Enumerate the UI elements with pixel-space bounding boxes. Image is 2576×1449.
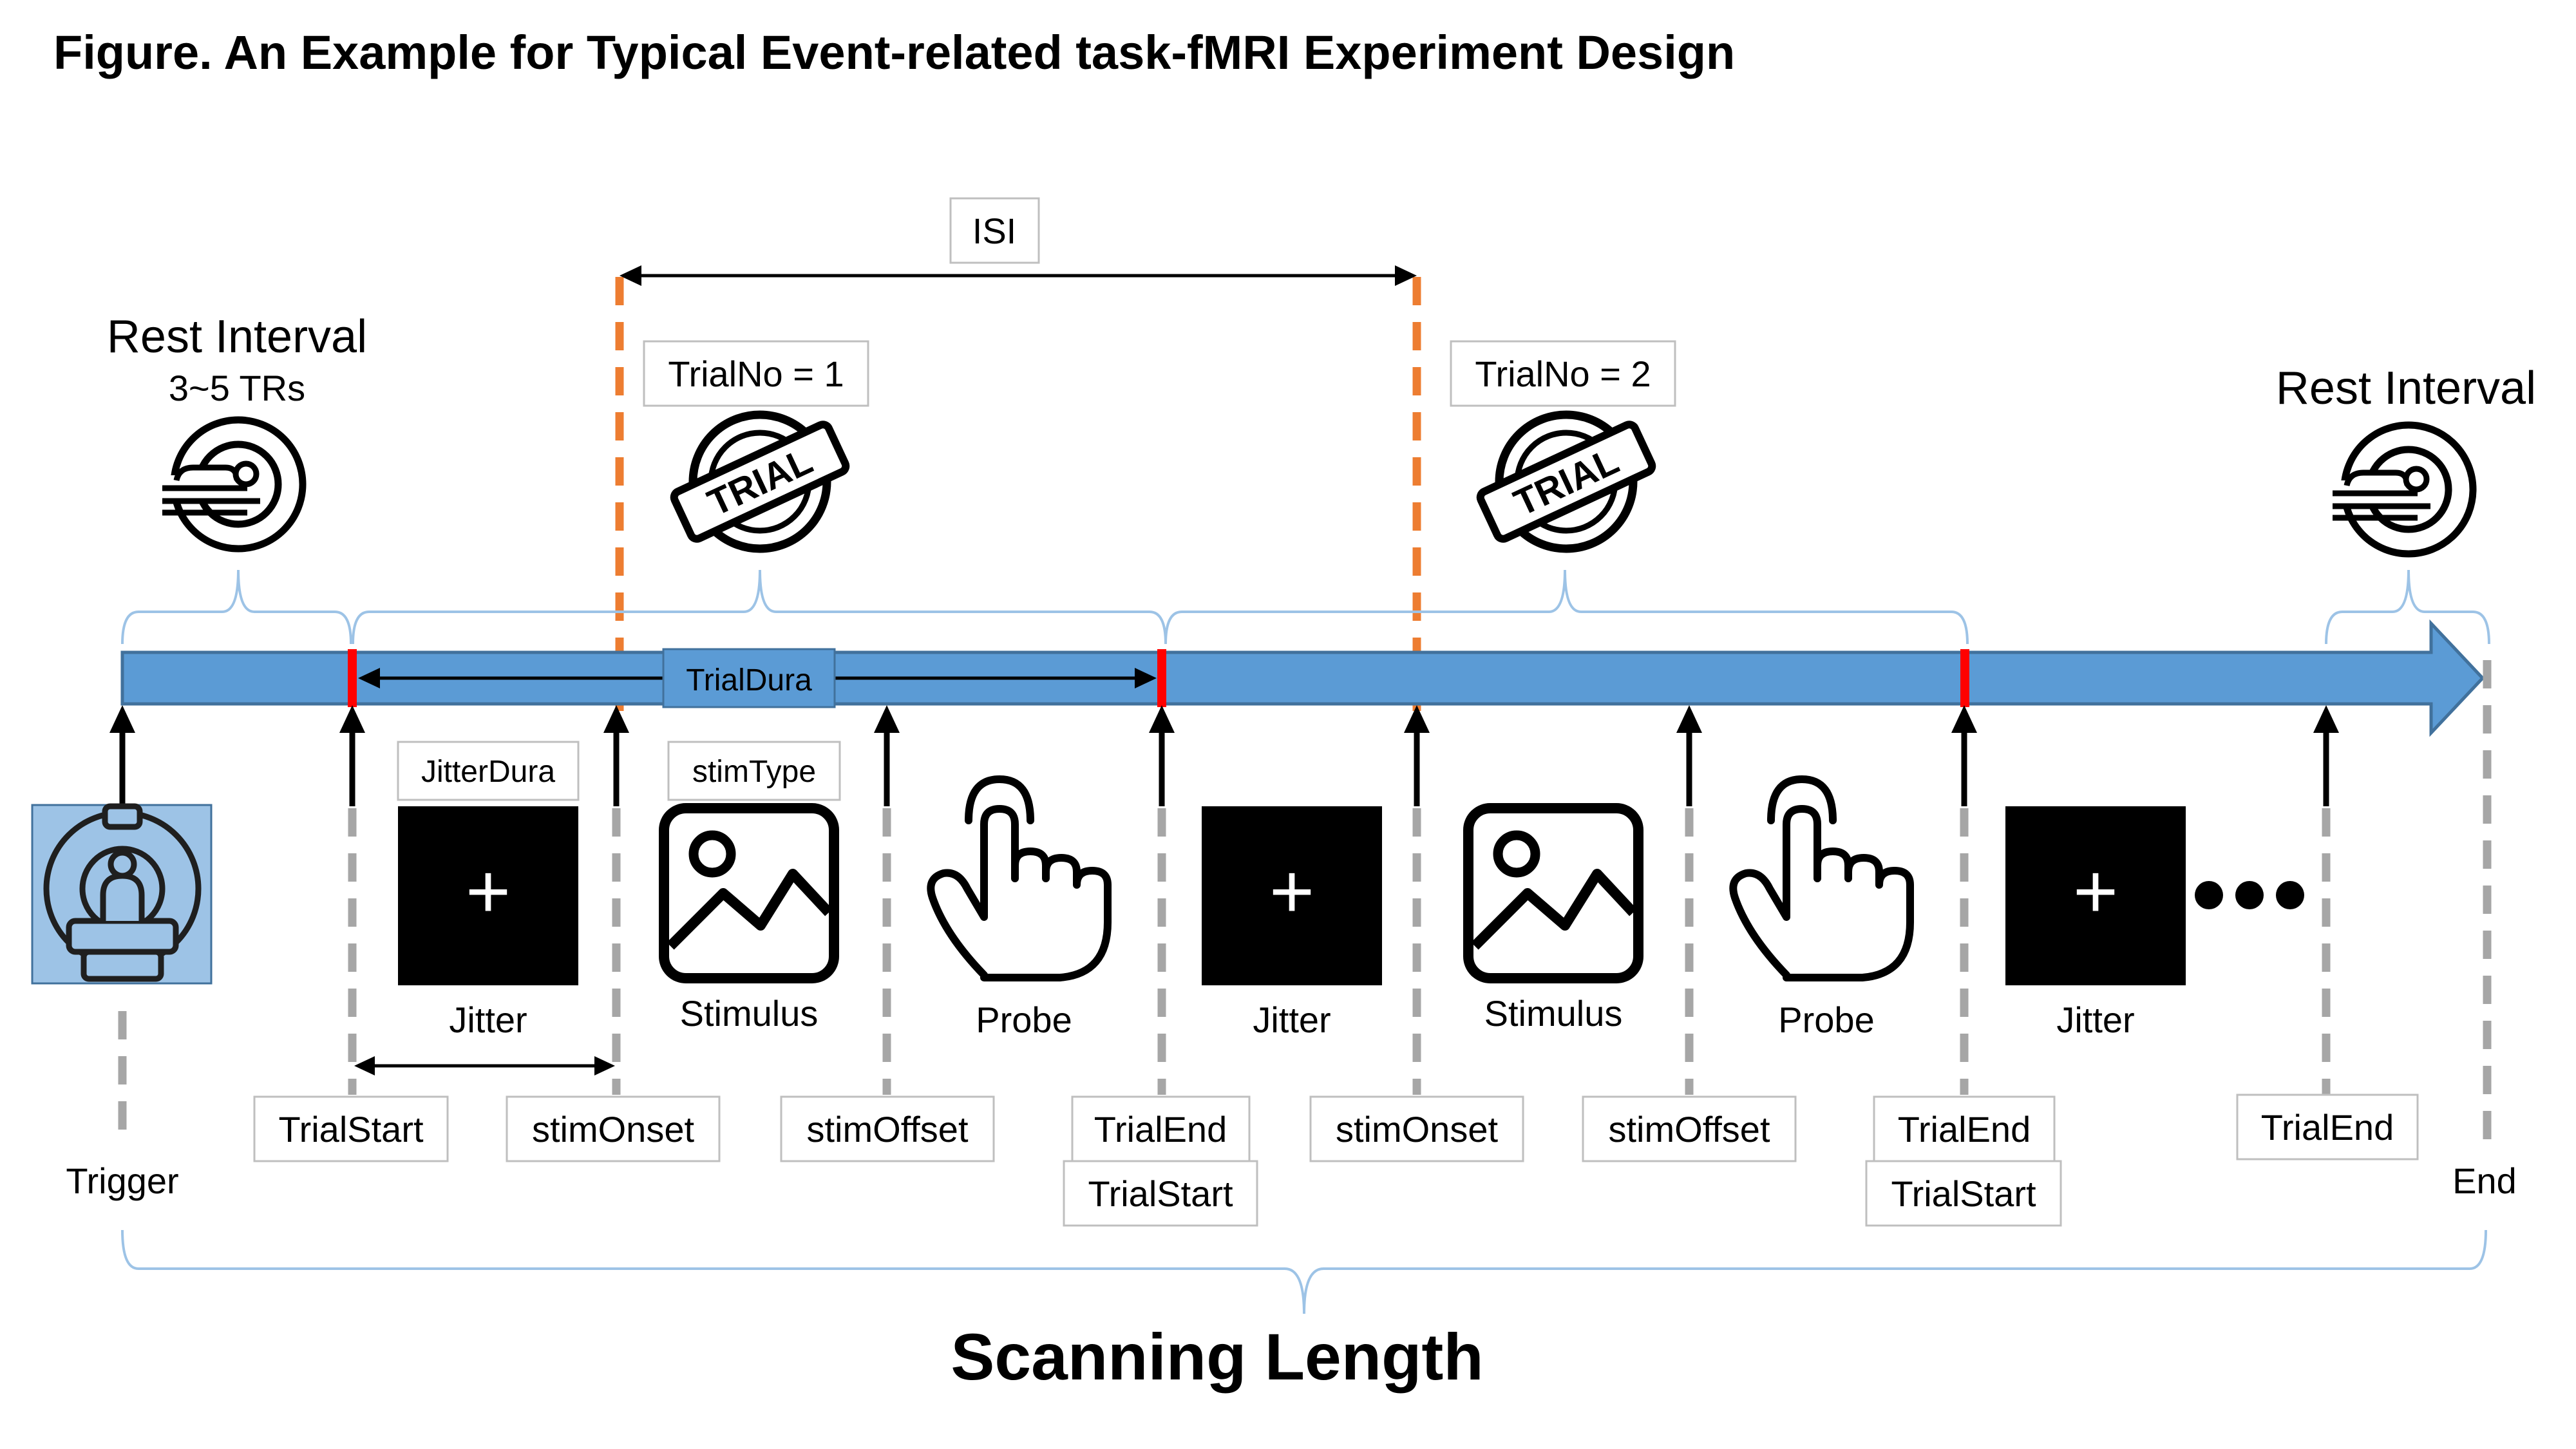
trial-1-box [643,340,869,407]
brace-rest-left [121,569,352,645]
trial-dura-box [662,648,836,708]
event-box-stim-offset [780,1095,995,1162]
trial-stamp-icon: TRIAL [1478,415,1654,549]
jitter-dura-label: JitterDura [421,755,555,789]
stim-type-label: stimType [692,755,816,789]
rest-interval-right-label: Rest Interval [2276,363,2536,414]
patient-scanner-icon [2330,425,2473,554]
patient-scanner-icon [160,420,303,549]
stimulus-label: Stimulus [1484,993,1623,1034]
event-stim-offset: stimOffset [1608,1109,1770,1150]
event-box-trial-start [253,1095,449,1162]
event-dashes [118,660,2492,1153]
jitter-label: Jitter [2056,999,2134,1040]
fixation-cross: + [2073,848,2118,934]
trial-2-label: TrialNo = 2 [1475,354,1651,394]
event-box-trial-end [1873,1095,2056,1162]
event-end: End [2452,1160,2517,1201]
stim-type-box [667,741,841,801]
probe-label: Probe [976,999,1072,1040]
rest-interval-left-sub: 3~5 TRs [169,368,305,408]
brace-trial-2 [1164,569,1969,645]
trial-marker-start [348,649,357,707]
event-trial-end: TrialEnd [1094,1109,1227,1150]
isi-arrowhead-left [620,265,641,286]
trial-stamp-icon: TRIAL [672,415,848,549]
probe-label: Probe [1778,999,1874,1040]
trial-dura-arrowhead-right [1135,668,1157,688]
isi-label: ISI [972,211,1016,251]
event-trial-end: TrialEnd [2261,1107,2394,1148]
image-icon [664,808,834,978]
event-box-trial-end [1071,1095,1251,1162]
event-box-stim-offset [1582,1095,1797,1162]
mri-scanner-icon [31,803,213,985]
event-trial-start: TrialStart [278,1109,424,1150]
pointing-hand-icon [1733,779,1910,978]
image-icon [1468,808,1638,978]
jitter-dura-arrowhead-left [354,1056,375,1075]
jitter-fixation-square [398,806,578,985]
trial-2-box [1450,340,1676,407]
trial-dura-label: TrialDura [686,663,812,697]
brace-trial-1 [352,569,1167,645]
jitter-label: Jitter [1253,999,1331,1040]
event-stim-onset: stimOnset [1336,1109,1498,1150]
isi-box [949,197,1040,264]
trial-marker-1-end [1157,649,1166,707]
fixation-cross: + [1269,848,1314,934]
isi-arrowhead-right [1395,265,1417,286]
event-box-trial-end [2236,1094,2419,1160]
fixation-cross: + [466,848,511,934]
figure-title: Figure. An Example for Typical Event-rel… [53,26,1735,79]
event-box-stim-onset [1309,1095,1524,1162]
event-box-stim-onset [506,1095,721,1162]
scanning-length-brace [121,1229,2487,1314]
pointing-hand-icon [931,779,1108,978]
event-trigger: Trigger [66,1160,178,1201]
event-stim-offset: stimOffset [806,1109,968,1150]
brace-rest-right [2325,569,2490,645]
stimulus-label: Stimulus [680,993,819,1034]
jitter-fixation-square [2005,806,2186,985]
event-trial-end: TrialEnd [1898,1109,2031,1150]
ellipsis-icon [2195,881,2304,909]
jitter-dura-arrowhead-right [594,1056,615,1075]
trial-1-label: TrialNo = 1 [668,354,844,394]
event-box-trial-start [1063,1160,1258,1227]
jitter-fixation-square [1202,806,1382,985]
event-stim-onset: stimOnset [532,1109,694,1150]
rest-interval-left-label: Rest Interval [107,311,367,363]
trial-dura-arrowhead-left [358,668,380,688]
timeline-arrow [120,619,2485,737]
jitter-label: Jitter [449,999,527,1040]
event-up-arrows [109,705,2339,806]
event-trial-start: TrialStart [1088,1173,1233,1214]
scanning-length-label: Scanning Length [951,1320,1483,1394]
event-box-trial-start [1865,1160,2062,1227]
trial-marker-2-end [1960,649,1969,707]
jitter-dura-box [397,741,580,801]
event-trial-start: TrialStart [1891,1173,2036,1214]
